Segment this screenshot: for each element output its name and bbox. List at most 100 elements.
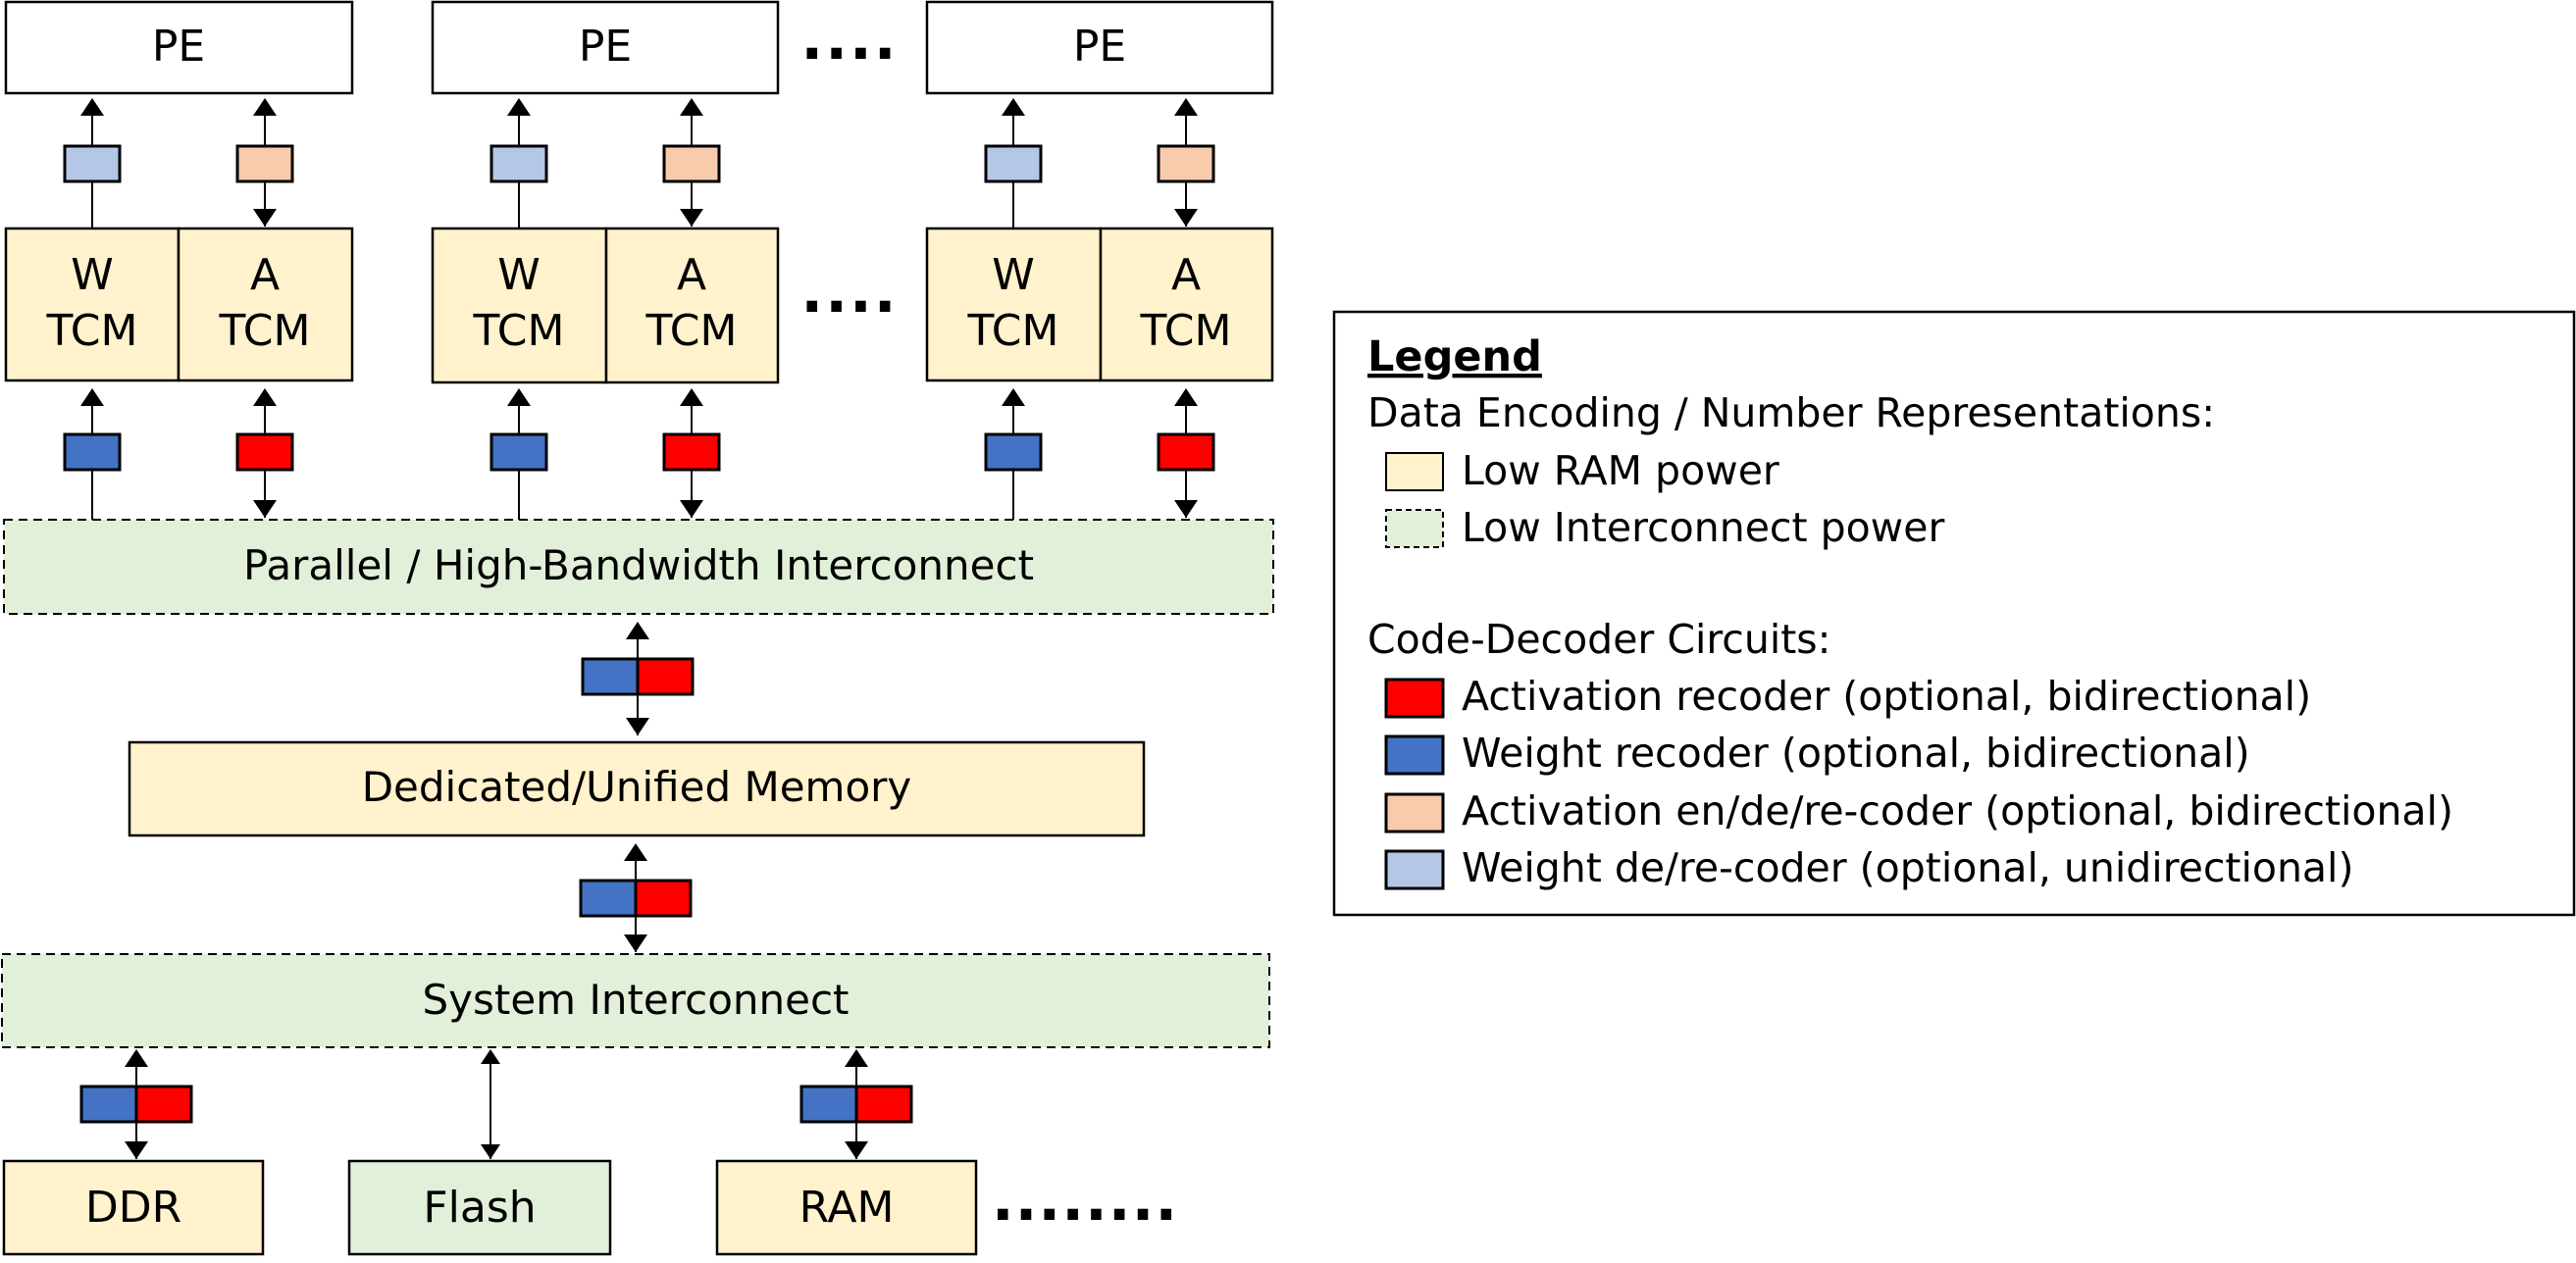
legend-swatch-low-ram: [1385, 452, 1444, 491]
arrow-up-icon: [80, 388, 104, 406]
arrow-down-icon: [253, 209, 277, 227]
activation-endecoder-box: [235, 144, 294, 183]
legend-low-interconnect-label: Low Interconnect power: [1462, 504, 1944, 551]
arrow-up-icon: [1174, 98, 1198, 116]
pe-ellipsis: ....: [800, 5, 898, 74]
activation-recoder-box: [235, 432, 294, 472]
ddr-box: [2, 1159, 265, 1256]
arrow-down-icon: [1174, 209, 1198, 227]
arrow-up-icon: [624, 843, 647, 861]
legend-section-encoding: Data Encoding / Number Representations:: [1367, 389, 2215, 436]
arrow-up-icon: [125, 1049, 148, 1067]
weight-recoder-box: [79, 1085, 138, 1124]
activation-recoder-box: [134, 1085, 193, 1124]
arrow-up-icon: [80, 98, 104, 116]
legend-frame: [1332, 310, 2576, 917]
arrow-down-icon: [624, 935, 647, 952]
system-interconnect-box: [1, 953, 1270, 1048]
pe-column-3: PE W TCM A TCM: [925, 0, 1274, 382]
ram-label: RAM: [799, 1183, 895, 1233]
arrow-up-icon: [845, 1049, 868, 1067]
storage-ellipsis: ........: [992, 1166, 1178, 1235]
legend: Legend Data Encoding / Number Representa…: [1332, 310, 2576, 917]
arrow-up-icon: [507, 98, 531, 116]
legend-swatch-weight-decoder: [1384, 849, 1445, 890]
a-tcm-box: [604, 227, 780, 384]
w-tcm-label-2: TCM: [967, 306, 1059, 356]
legend-title: Legend: [1367, 332, 1542, 381]
a-tcm-label-1: A: [677, 250, 706, 300]
w-tcm-box: [431, 227, 608, 384]
legend-low-ram-label: Low RAM power: [1462, 447, 1779, 494]
pe-column-1: PE W TCM A TCM: [4, 0, 354, 382]
a-tcm-label-1: A: [1171, 250, 1201, 300]
activation-recoder-box: [662, 432, 721, 472]
weight-recoder-box: [579, 879, 638, 918]
a-tcm-label-2: TCM: [645, 306, 738, 356]
legend-swatch-activation-recoder: [1384, 678, 1445, 719]
arrow-up-icon: [680, 98, 703, 116]
activation-recoder-box: [636, 657, 695, 696]
pe-box: [4, 0, 354, 95]
pe-label: PE: [1073, 22, 1126, 72]
parallel-interconnect-box: [3, 519, 1274, 615]
flash-box: [347, 1159, 612, 1256]
activation-endecoder-box: [1157, 144, 1215, 183]
arrow-up-icon: [626, 622, 649, 639]
weight-recoder-box: [799, 1085, 858, 1124]
legend-section-codecs: Code-Decoder Circuits:: [1367, 616, 1830, 663]
arrow-down-icon: [481, 1144, 500, 1159]
connectors: [63, 98, 1215, 1159]
a-tcm-box: [1099, 227, 1274, 382]
activation-recoder-box: [854, 1085, 913, 1124]
pe-box: [925, 0, 1274, 95]
ram-box: [715, 1159, 978, 1256]
a-tcm-box: [177, 227, 354, 382]
weight-recoder-box: [984, 432, 1043, 472]
arrow-up-icon: [253, 98, 277, 116]
w-tcm-label-1: W: [497, 250, 541, 300]
dedicated-memory-label: Dedicated/Unified Memory: [362, 763, 912, 811]
pe-label: PE: [152, 22, 205, 72]
w-tcm-label-1: W: [992, 250, 1035, 300]
pe-label: PE: [579, 22, 632, 72]
arrow-down-icon: [845, 1141, 868, 1159]
arrow-up-icon: [1174, 388, 1198, 406]
pe-box: [431, 0, 780, 95]
arrow-down-icon: [680, 500, 703, 518]
activation-recoder-box: [1157, 432, 1215, 472]
ddr-label: DDR: [85, 1183, 181, 1233]
arrow-up-icon: [481, 1049, 500, 1064]
arrow-up-icon: [680, 388, 703, 406]
arrow-up-icon: [253, 388, 277, 406]
arrow-down-icon: [680, 209, 703, 227]
legend-weight-recoder-label: Weight recoder (optional, bidirectional): [1462, 730, 2250, 777]
a-tcm-label-1: A: [250, 250, 280, 300]
arrow-up-icon: [507, 388, 531, 406]
w-tcm-box: [925, 227, 1103, 382]
w-tcm-label-1: W: [71, 250, 114, 300]
arrow-up-icon: [1002, 98, 1025, 116]
arrow-down-icon: [125, 1141, 148, 1159]
legend-swatch-activation-endecoder: [1384, 792, 1445, 834]
pe-column-2: PE W TCM A TCM: [431, 0, 780, 384]
w-tcm-box: [4, 227, 180, 382]
arrow-down-icon: [253, 500, 277, 518]
a-tcm-label-2: TCM: [219, 306, 311, 356]
weight-decoder-box: [63, 144, 122, 183]
weight-recoder-box: [63, 432, 122, 472]
weight-recoder-box: [581, 657, 640, 696]
weight-decoder-box: [489, 144, 548, 183]
weight-decoder-box: [984, 144, 1043, 183]
tcm-ellipsis: ....: [800, 258, 898, 327]
flash-label: Flash: [423, 1183, 536, 1233]
legend-activation-recoder-label: Activation recoder (optional, bidirectio…: [1462, 673, 2311, 720]
arrow-down-icon: [626, 718, 649, 735]
w-tcm-label-2: TCM: [473, 306, 565, 356]
legend-swatch-low-interconnect: [1385, 509, 1444, 548]
parallel-interconnect-label: Parallel / High-Bandwidth Interconnect: [243, 541, 1034, 589]
activation-endecoder-box: [662, 144, 721, 183]
activation-recoder-box: [634, 879, 693, 918]
legend-swatch-weight-recoder: [1384, 734, 1445, 776]
